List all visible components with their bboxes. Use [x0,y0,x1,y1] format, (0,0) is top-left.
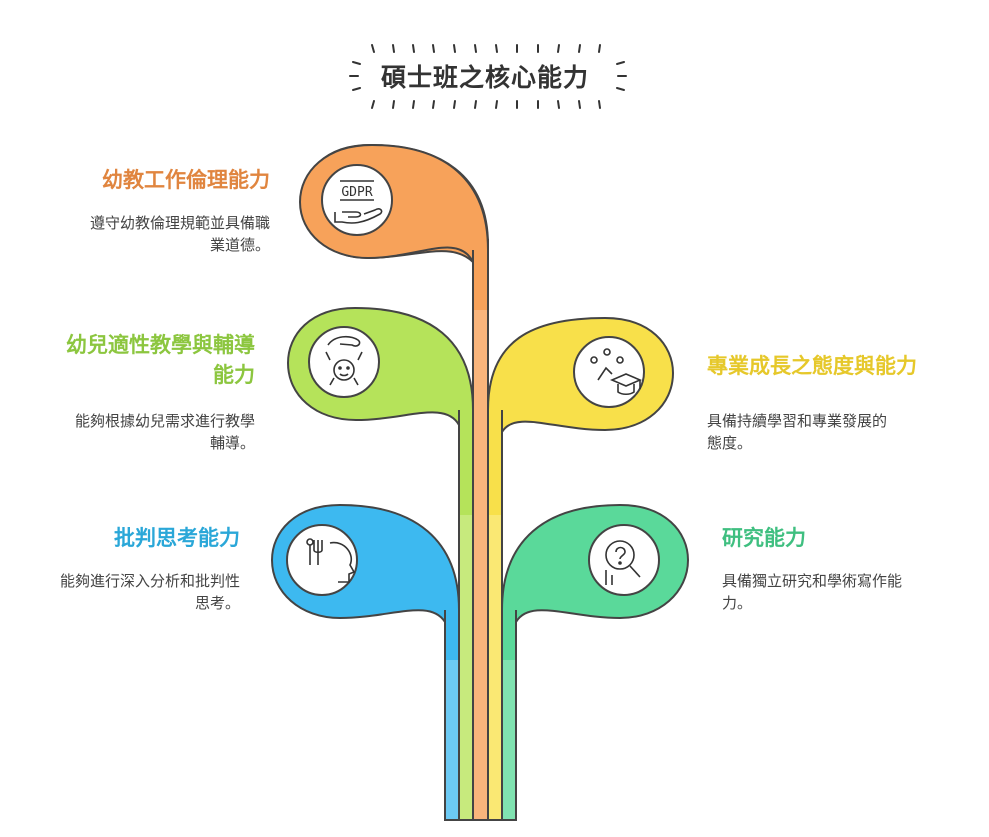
stems [444,239,517,821]
desc-professional-growth: 具備持續學習和專業發展的 態度。 [707,410,947,454]
head-thinking-icon [286,524,358,596]
desc-line: 具備持續學習和專業發展的 [707,412,888,430]
heading-research: 研究能力 [722,526,806,550]
child-care-glyph [325,335,363,386]
research-magnifier-icon [588,524,660,596]
child-care-icon [308,326,380,398]
desc-research: 具備獨立研究和學術寫作能 力。 [722,570,957,614]
page-title: 碩士班之核心能力 [380,63,589,92]
desc-critical-thinking: 能夠進行深入分析和批判性 思考。 [20,570,240,614]
heading-adaptive-teaching: 幼兒適性教學與輔導 能力 [20,330,255,390]
desc-line: 輔導。 [209,434,255,452]
desc-work-ethics: 遵守幼教倫理規範並具備職 業道德。 [40,212,270,256]
head-thinking-glyph [306,538,356,583]
heading-professional-growth: 專業成長之態度與能力 [707,354,917,378]
desc-line: 能夠根據幼兒需求進行教學 [74,412,255,430]
heading-line: 幼兒適性教學與輔導 [66,333,255,357]
heading-work-ethics: 幼教工作倫理能力 [102,168,270,192]
desc-line: 業道德。 [209,236,270,254]
heading-line: 能力 [213,363,255,387]
desc-line: 能夠進行深入分析和批判性 [59,572,240,590]
research-magnifier-glyph [605,540,641,585]
heading-critical-thinking: 批判思考能力 [114,526,240,550]
desc-line: 具備獨立研究和學術寫作能 [722,572,903,590]
desc-line: 力。 [722,594,753,612]
desc-line: 態度。 [707,434,753,452]
gdpr-icon-text: GDPR [341,185,372,200]
desc-line: 遵守幼教倫理規範並具備職 [89,214,270,232]
desc-adaptive-teaching: 能夠根據幼兒需求進行教學 輔導。 [20,410,255,454]
desc-line: 思考。 [194,594,240,612]
graduation-cap-glyph [590,348,643,396]
title-burst-decoration [349,44,627,109]
hand-icon [334,180,383,224]
